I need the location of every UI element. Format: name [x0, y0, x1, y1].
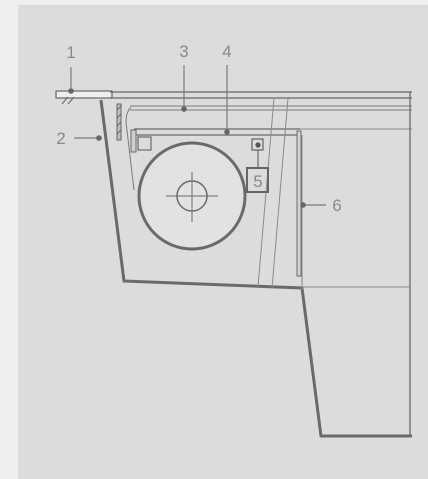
leader-3-dot — [181, 106, 187, 112]
seal-hatch — [116, 121, 122, 127]
callout-1: 1 — [66, 43, 75, 62]
callout-4: 4 — [222, 42, 231, 61]
callout-5: 5 — [253, 172, 262, 191]
side-plate-line — [271, 97, 289, 289]
seal-hatch — [116, 129, 122, 135]
mounting-bracket — [55, 90, 113, 99]
clip-block — [137, 136, 152, 151]
clip-plate — [130, 129, 137, 153]
bracket-hatch — [61, 96, 69, 105]
callout-6: 6 — [332, 196, 341, 215]
seal-hatch — [116, 105, 122, 111]
component-5-box — [246, 167, 269, 193]
callout-3: 3 — [179, 42, 188, 61]
callout-2: 2 — [56, 129, 65, 148]
leader-6-dot — [300, 202, 306, 208]
rail-bend — [125, 106, 135, 191]
leader-1-dot — [68, 88, 74, 94]
vertical-rod — [296, 130, 302, 277]
seal-hatch — [116, 113, 122, 119]
leader-2-dot — [96, 135, 102, 141]
leader-4-dot — [224, 129, 230, 135]
drawing-panel — [18, 5, 428, 479]
leader-5-dot — [255, 142, 261, 148]
bracket-hatch — [67, 96, 75, 105]
